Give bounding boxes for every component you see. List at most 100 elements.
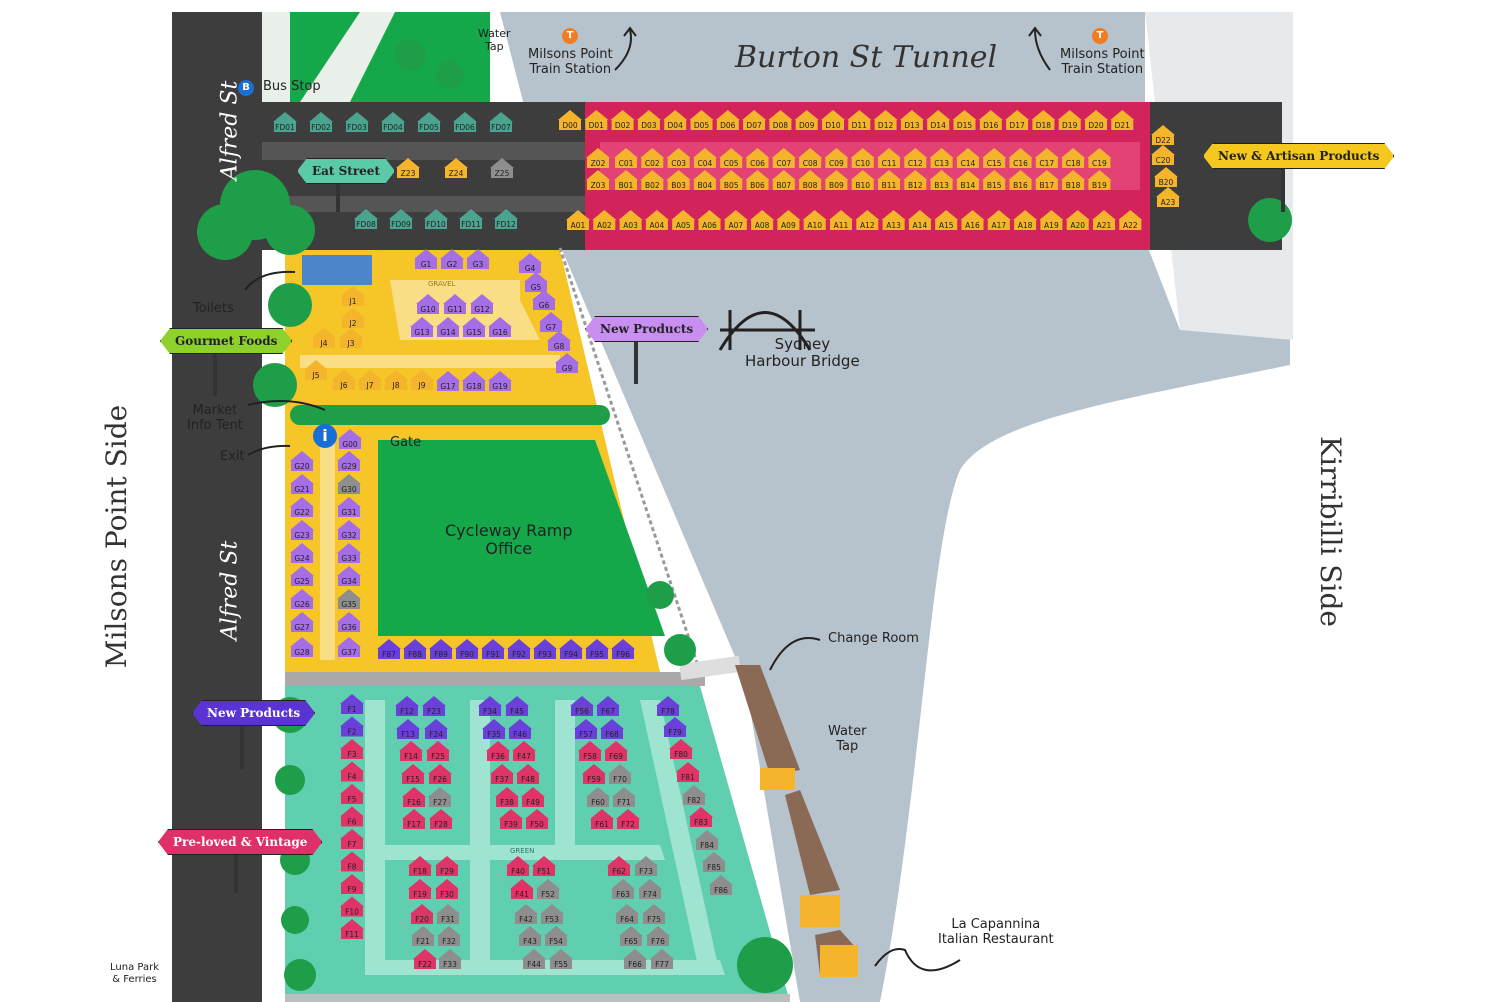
stall-b07[interactable]: B07 <box>771 170 796 190</box>
stall-f53[interactable]: F53 <box>540 904 564 924</box>
stall-g2[interactable]: G2 <box>440 249 464 269</box>
stall-f6[interactable]: F6 <box>340 806 364 827</box>
stall-g00[interactable]: G00 <box>338 429 362 449</box>
stall-f59[interactable]: F59 <box>582 764 606 784</box>
stall-b04[interactable]: B04 <box>692 170 717 190</box>
stall-z24[interactable]: Z24 <box>444 158 468 178</box>
stall-f73[interactable]: F73 <box>634 856 658 876</box>
stall-c03[interactable]: C03 <box>666 148 691 168</box>
stall-a01[interactable]: A01 <box>566 210 590 230</box>
stall-c18[interactable]: C18 <box>1061 148 1086 168</box>
stall-a17[interactable]: A17 <box>986 210 1011 230</box>
stall-f1[interactable]: F1 <box>340 694 364 714</box>
gourmet-foods-sign[interactable]: Gourmet Foods <box>160 328 292 354</box>
stall-d10[interactable]: D10 <box>821 110 845 130</box>
stall-d19[interactable]: D19 <box>1057 110 1082 130</box>
stall-f9[interactable]: F9 <box>340 874 364 894</box>
stall-b12[interactable]: B12 <box>903 170 928 190</box>
stall-f80[interactable]: F80 <box>669 739 693 759</box>
stall-f87[interactable]: F87 <box>377 639 401 659</box>
stall-f93[interactable]: F93 <box>533 639 557 659</box>
stall-j8[interactable]: J8 <box>384 370 408 390</box>
stall-g36[interactable]: G36 <box>337 612 361 632</box>
stall-d18[interactable]: D18 <box>1031 110 1056 130</box>
stall-z25[interactable]: Z25 <box>490 158 514 178</box>
stall-g4[interactable]: G4 <box>518 253 542 273</box>
stall-f48[interactable]: F48 <box>516 764 540 784</box>
stall-f21[interactable]: F21 <box>411 926 435 946</box>
stall-g15[interactable]: G15 <box>462 317 486 337</box>
stall-f41[interactable]: F41 <box>510 879 534 899</box>
stall-g6[interactable]: G6 <box>532 290 556 310</box>
stall-c19[interactable]: C19 <box>1087 148 1112 168</box>
stall-f46[interactable]: F46 <box>508 719 532 739</box>
stall-f60[interactable]: F60 <box>586 787 610 807</box>
stall-c10[interactable]: C10 <box>850 148 875 168</box>
stall-g25[interactable]: G25 <box>290 566 314 586</box>
stall-d01[interactable]: D01 <box>584 110 609 130</box>
stall-f27[interactable]: F27 <box>428 787 452 807</box>
stall-f22[interactable]: F22 <box>413 949 437 969</box>
stall-j3[interactable]: J3 <box>339 328 363 348</box>
stall-f74[interactable]: F74 <box>638 879 662 899</box>
stall-b08[interactable]: B08 <box>798 170 823 190</box>
stall-f66[interactable]: F66 <box>623 949 647 969</box>
stall-b11[interactable]: B11 <box>877 170 901 190</box>
stall-f61[interactable]: F61 <box>590 809 614 829</box>
stall-c09[interactable]: C09 <box>824 148 849 168</box>
stall-f18[interactable]: F18 <box>408 856 432 876</box>
stall-b15[interactable]: B15 <box>982 170 1007 190</box>
stall-f88[interactable]: F88 <box>403 639 427 659</box>
stall-d15[interactable]: D15 <box>952 110 977 130</box>
stall-f70[interactable]: F70 <box>608 764 632 784</box>
stall-g16[interactable]: G16 <box>488 317 512 337</box>
stall-b17[interactable]: B17 <box>1034 170 1059 190</box>
stall-g31[interactable]: G31 <box>337 497 361 517</box>
preloved-vintage-sign[interactable]: Pre-loved & Vintage <box>158 829 322 855</box>
stall-g28[interactable]: G28 <box>290 637 314 657</box>
stall-g13[interactable]: G13 <box>410 317 434 337</box>
stall-d07[interactable]: D07 <box>742 110 767 130</box>
stall-g11[interactable]: G11 <box>443 294 467 314</box>
stall-d17[interactable]: D17 <box>1005 110 1030 130</box>
stall-f86[interactable]: F86 <box>709 875 733 895</box>
new-products-top-sign[interactable]: New Products <box>585 316 708 342</box>
stall-f89[interactable]: F89 <box>429 639 453 659</box>
stall-f40[interactable]: F40 <box>506 856 530 876</box>
stall-fd04[interactable]: FD04 <box>381 112 405 132</box>
stall-j7[interactable]: J7 <box>358 370 382 390</box>
stall-f19[interactable]: F19 <box>408 879 432 899</box>
stall-z03[interactable]: Z03 <box>586 170 610 190</box>
stall-fd08[interactable]: FD08 <box>354 209 378 229</box>
stall-f32[interactable]: F32 <box>437 926 461 946</box>
stall-g1[interactable]: G1 <box>414 249 438 269</box>
stall-f15[interactable]: F15 <box>401 764 425 784</box>
stall-f26[interactable]: F26 <box>428 764 452 784</box>
stall-f68[interactable]: F68 <box>600 719 624 739</box>
stall-g29[interactable]: G29 <box>337 451 361 471</box>
stall-c11[interactable]: C11 <box>877 148 901 168</box>
stall-f67[interactable]: F67 <box>596 696 620 716</box>
stall-g14[interactable]: G14 <box>436 317 460 337</box>
stall-f95[interactable]: F95 <box>585 639 609 659</box>
stall-f20[interactable]: F20 <box>410 904 434 924</box>
stall-c02[interactable]: C02 <box>640 148 665 168</box>
stall-f45[interactable]: F45 <box>505 696 529 716</box>
stall-j6[interactable]: J6 <box>332 370 356 390</box>
stall-f54[interactable]: F54 <box>544 926 568 946</box>
stall-f52[interactable]: F52 <box>536 879 560 899</box>
stall-g33[interactable]: G33 <box>337 543 361 563</box>
stall-g37[interactable]: G37 <box>337 637 361 657</box>
stall-d16[interactable]: D16 <box>978 110 1003 130</box>
stall-f71[interactable]: F71 <box>612 787 636 807</box>
stall-f90[interactable]: F90 <box>455 639 479 659</box>
stall-b19[interactable]: B19 <box>1087 170 1112 190</box>
stall-f57[interactable]: F57 <box>574 719 598 739</box>
stall-a14[interactable]: A14 <box>907 210 932 230</box>
stall-c08[interactable]: C08 <box>798 148 823 168</box>
stall-d20[interactable]: D20 <box>1084 110 1108 130</box>
stall-f23[interactable]: F23 <box>422 696 446 716</box>
stall-a16[interactable]: A16 <box>960 210 985 230</box>
stall-f75[interactable]: F75 <box>642 904 666 924</box>
stall-a09[interactable]: A09 <box>776 210 801 230</box>
